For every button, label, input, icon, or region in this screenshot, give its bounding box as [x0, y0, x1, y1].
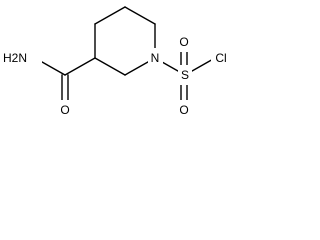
chlorine-label: Cl	[215, 51, 226, 65]
sulfur-label: S	[181, 68, 189, 82]
sulfonyl-oxygen-bottom-label: O	[179, 103, 188, 117]
amine-label: H2N	[3, 51, 27, 65]
ring-bond-c4-c5	[94, 6, 126, 25]
ring-nitrogen-label: N	[151, 51, 160, 65]
chemical-structure-diagram: H2N O N S O O Cl	[2, 6, 231, 120]
ring-bond-c2-c3	[94, 57, 126, 76]
ring-bond-c5-c6	[124, 6, 156, 25]
carbonyl-oxygen-label: O	[60, 103, 69, 117]
sulfonyl-oxygen-top-label: O	[179, 35, 188, 49]
bond-c3-carbonyl	[64, 57, 96, 76]
